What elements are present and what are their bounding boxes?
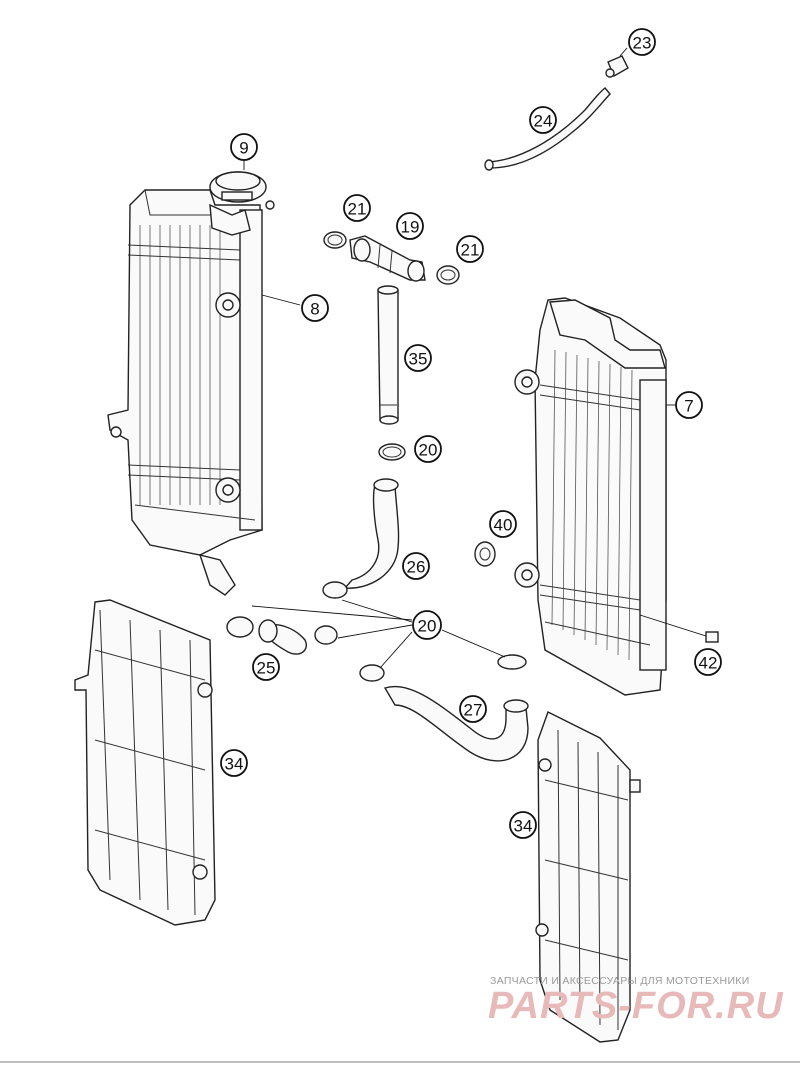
leader-lines-20 — [251, 599, 506, 669]
callout-34-right: 34 — [509, 811, 537, 839]
guard-left — [74, 599, 216, 926]
svg-text:34: 34 — [514, 817, 533, 836]
svg-text:34: 34 — [225, 755, 244, 774]
callout-42: 42 — [694, 648, 722, 676]
svg-text:24: 24 — [534, 112, 553, 131]
guard-right — [535, 711, 641, 1043]
bottom-border — [0, 1061, 800, 1063]
watermark-logo: PARTS-FOR.RU — [488, 985, 784, 1027]
callout-26: 26 — [402, 552, 430, 580]
svg-text:21: 21 — [348, 200, 367, 219]
callout-19: 19 — [396, 212, 424, 240]
pipe — [377, 285, 399, 425]
svg-text:35: 35 — [409, 350, 428, 369]
svg-text:40: 40 — [494, 516, 513, 535]
svg-text:25: 25 — [257, 659, 276, 678]
svg-text:20: 20 — [418, 617, 437, 636]
svg-text:27: 27 — [464, 701, 483, 720]
callout-23: 23 — [628, 28, 656, 56]
clamps-group — [226, 581, 527, 682]
callout-40: 40 — [489, 510, 517, 538]
overflow-hose — [484, 87, 611, 171]
hose-fitting — [605, 47, 629, 78]
svg-text:7: 7 — [684, 397, 693, 416]
svg-text:42: 42 — [699, 654, 718, 673]
clamp-top-right — [436, 265, 460, 285]
svg-text:21: 21 — [461, 241, 480, 260]
svg-text:9: 9 — [239, 139, 248, 158]
svg-text:23: 23 — [633, 34, 652, 53]
callout-7: 7 — [675, 391, 703, 419]
leader-8 — [261, 294, 301, 306]
callout-27: 27 — [459, 695, 487, 723]
connector — [349, 235, 426, 282]
radiator-right — [514, 297, 667, 696]
clamp-top-left — [323, 231, 347, 249]
grommet — [474, 541, 496, 567]
callout-34-left: 34 — [220, 749, 248, 777]
callout-21-left: 21 — [343, 194, 371, 222]
watermark-tagline: ЗАПЧАСТИ И АКСЕССУАРЫ ДЛЯ МОТОТЕХНИКИ — [490, 975, 750, 987]
callout-9: 9 — [230, 133, 258, 161]
clamp-pipe — [378, 443, 406, 461]
bolt — [639, 614, 719, 643]
svg-text:26: 26 — [407, 558, 426, 577]
callout-20-pipe: 20 — [414, 435, 442, 463]
svg-text:20: 20 — [419, 441, 438, 460]
callout-20-group: 20 — [412, 610, 442, 640]
callout-21-right: 21 — [456, 235, 484, 263]
callout-8: 8 — [301, 294, 329, 322]
svg-text:19: 19 — [401, 218, 420, 237]
radiator-left — [107, 189, 263, 596]
radiator-cap — [209, 171, 275, 210]
callout-35: 35 — [404, 344, 432, 372]
hose-lower — [383, 685, 529, 762]
callout-24: 24 — [529, 106, 557, 134]
svg-text:8: 8 — [310, 300, 319, 319]
hose-upper — [343, 478, 400, 589]
hose-short — [258, 619, 307, 655]
callout-25: 25 — [252, 653, 280, 681]
